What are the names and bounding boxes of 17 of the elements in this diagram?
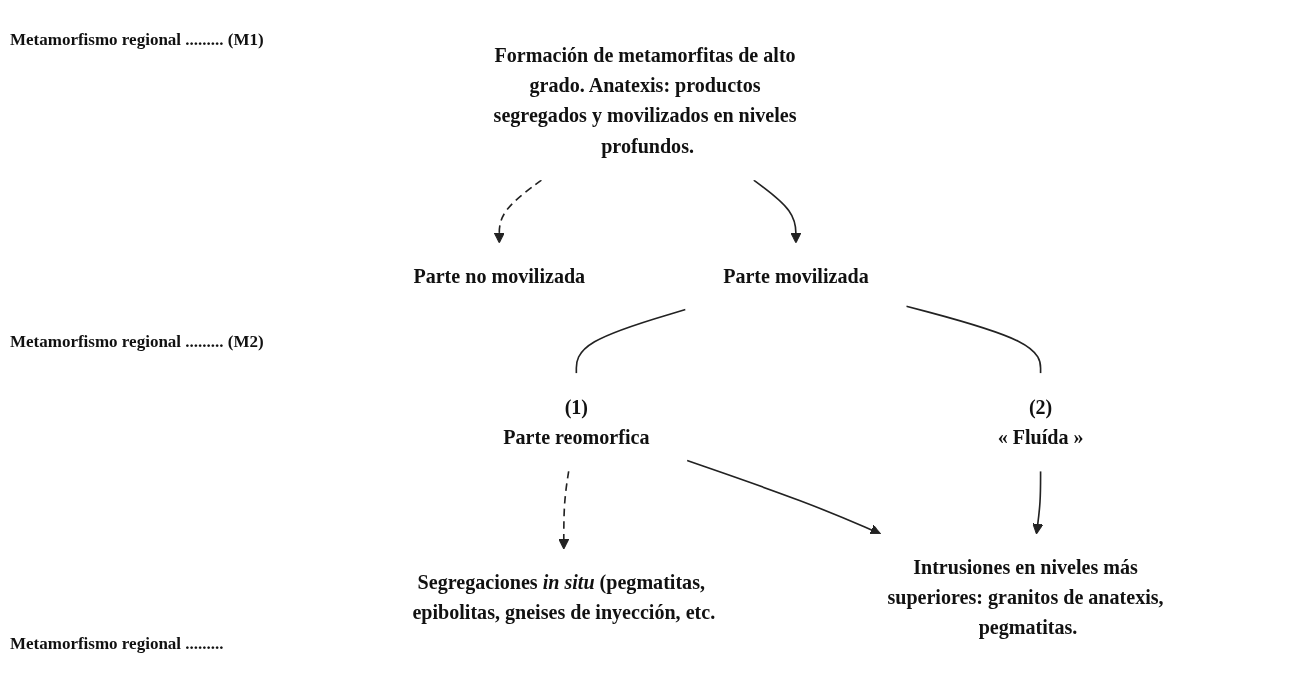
level-label: Metamorfismo regional ......... (M2) — [10, 332, 265, 352]
node-text: Parte movilizada — [722, 265, 869, 287]
node-text: Parte no movilizada — [412, 265, 585, 287]
arrow — [1031, 470, 1043, 535]
arrow — [685, 459, 881, 536]
level-label: Metamorfismo regional ......... (M1) — [10, 30, 265, 50]
connector — [905, 305, 1041, 375]
arrow — [557, 470, 570, 550]
level-label: Metamorfismo regional ......... — [10, 634, 225, 654]
arrow — [493, 179, 542, 244]
connector — [575, 308, 686, 375]
node-text: Intrusiones en niveles más superiores: granitos de anatexis, pegmatitas. — [886, 556, 1164, 639]
arrow — [752, 179, 801, 244]
node-text: (1) Parte reomorfica — [502, 395, 650, 448]
node-text: (2) « Fluída » — [997, 395, 1084, 448]
node-text: Formación de metamorfitas de alto grado. Anatexis: productos segregados y movilizados en niveles profundos. — [493, 44, 797, 157]
node-text: Segregaciones in situ (pegmatitas, epibolitas, gneises de inyección, etc. — [411, 571, 715, 624]
